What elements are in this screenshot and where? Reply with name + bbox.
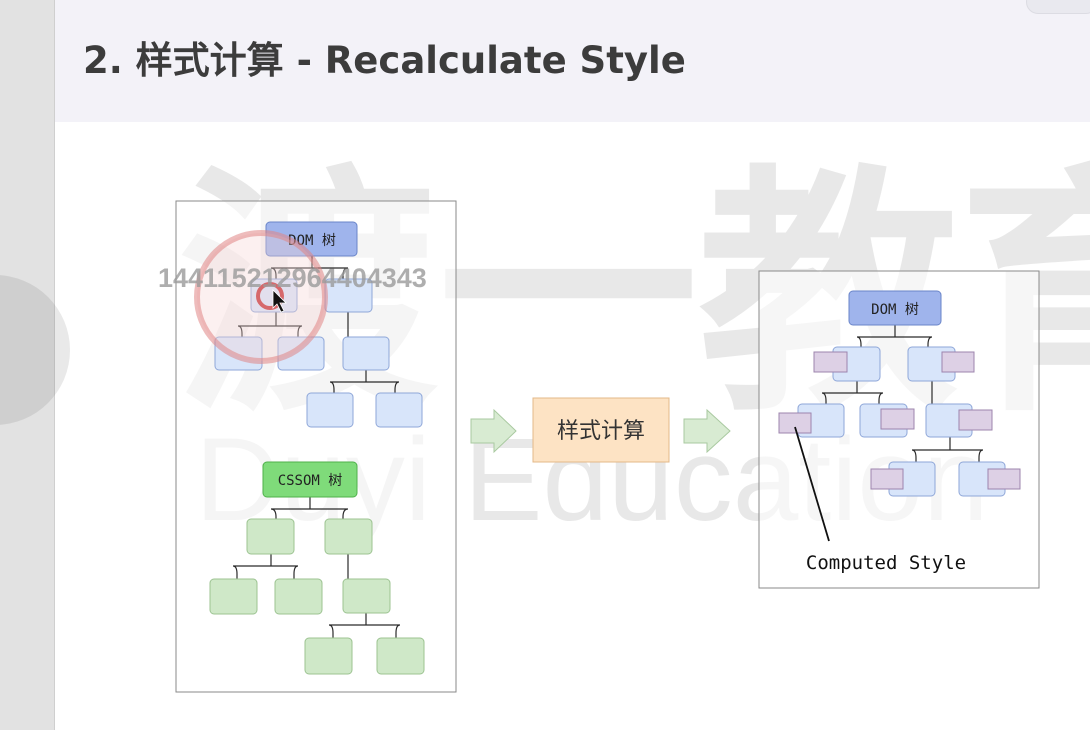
computed-style-tag [880,408,915,430]
computed-style-tag [813,351,848,373]
cursor-highlight [194,230,328,364]
result-dom-root-label: DOM 树 [871,302,919,318]
slide-left-margin [0,0,55,730]
click-ring [194,230,328,364]
dom-node [306,392,354,428]
cssom-node [304,637,353,675]
result-dom-edge [821,381,884,404]
result-dom-tree [821,325,984,462]
dom-edge [237,312,303,337]
slide-header: 2. 样式计算 - Recalculate Style [55,0,1090,122]
cssom-edge [328,613,401,638]
click-dot [256,282,284,310]
style-computation-label: 样式计算 [557,419,645,444]
result-dom-edge [856,325,933,347]
cssom-node [342,578,391,614]
computed-style-tag [987,468,1021,490]
computed-style-tag [958,409,993,431]
cssom-edge [270,497,349,519]
cssom-root-label: CSSOM 树 [278,473,343,489]
cssom-node [324,518,373,555]
watermark-id: 144115212964404343 [158,263,427,293]
dom-node [342,336,390,371]
result-dom-root-node [848,290,942,326]
cssom-tree-nodes: CSSOM 树 [209,461,425,675]
computed-style-tag [870,468,904,490]
dom-node [375,392,423,428]
result-dom-edge [911,437,984,462]
mouse-pointer-icon [272,289,287,313]
cssom-node [209,578,258,615]
dom-node [277,336,325,371]
arrow-right-icon [470,408,517,454]
cssom-node [246,518,295,555]
cssom-root-node [262,461,358,498]
callout-line [794,426,830,542]
top-right-badge [1026,0,1090,14]
cssom-edge [232,554,299,579]
cssom-node [274,578,323,615]
dom-edge [329,370,400,393]
computed-style-tags [778,351,1021,490]
arrow-right-icon [683,408,731,454]
computed-style-tag [778,412,812,434]
page-title: 2. 样式计算 - Recalculate Style [83,39,686,82]
cssom-node [376,637,425,675]
computed-style-tag [941,351,975,373]
watermark-logo [0,275,70,425]
cssom-tree [232,497,401,638]
style-computation-box [532,397,670,463]
computed-style-label: Computed Style [806,552,966,574]
